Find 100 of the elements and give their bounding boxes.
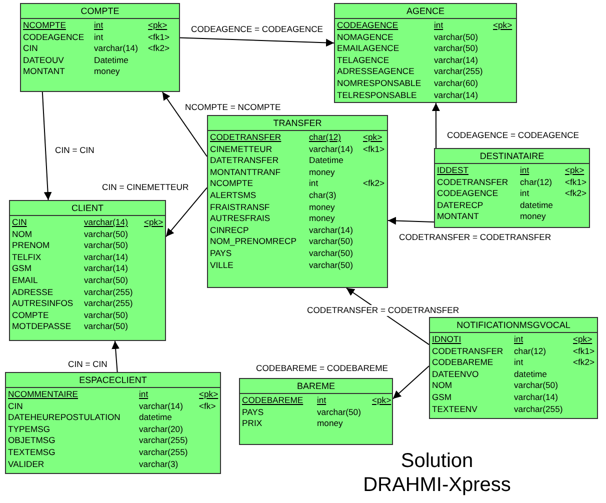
entity-table <box>207 115 388 288</box>
entity-table <box>5 372 221 474</box>
key-marker: <fk1> <box>565 176 587 188</box>
data-type: varchar(20) <box>139 424 183 436</box>
edge-label: CIN = CIN <box>67 359 108 370</box>
column-name: NOMRESPONSABLE <box>337 78 422 90</box>
column-name: NOM <box>12 228 32 240</box>
data-type: datetime <box>139 412 172 424</box>
edge-label: CODEBAREME = CODEBAREME <box>255 363 390 374</box>
data-type: varchar(50) <box>309 236 353 248</box>
arrow <box>392 365 430 400</box>
table-header: CLIENT <box>10 201 165 216</box>
column-name: GSM <box>432 392 452 404</box>
edge-label: CODETRANSFER = CODETRANSFER <box>306 305 460 316</box>
key-marker: <pk> <box>148 20 168 32</box>
entity-table <box>334 3 517 103</box>
column-name: AUTRESFRAIS <box>210 213 270 225</box>
data-type: varchar(14) <box>94 43 138 55</box>
key-marker: <pk> <box>573 334 592 346</box>
arrow <box>432 102 440 148</box>
column-name: PAYS <box>242 406 264 418</box>
data-type: varchar(50) <box>317 406 361 418</box>
key-marker: <fk2> <box>363 178 385 190</box>
entity-table <box>434 148 590 228</box>
column-name: NOM <box>432 380 452 392</box>
data-type: money <box>309 202 335 214</box>
data-type: money <box>520 211 546 223</box>
data-type: varchar(50) <box>434 43 478 55</box>
data-type: varchar(14) <box>309 224 353 236</box>
column-name: TYPEMSG <box>8 424 50 436</box>
column-name: CINEMETTEUR <box>210 144 272 156</box>
key-marker: <pk> <box>199 389 218 401</box>
edge-label: CODEAGENCE = CODEAGENCE <box>190 24 324 35</box>
table-header: TRANSFER <box>208 116 387 131</box>
data-type: varchar(50) <box>84 275 128 287</box>
column-name: IDNOTI <box>432 334 462 346</box>
edge-label: NCOMPTE = NCOMPTE <box>184 102 282 113</box>
column-name: CODEBAREME <box>432 357 494 369</box>
column-name: VALIDER <box>8 458 44 470</box>
data-type: varchar(50) <box>309 248 353 260</box>
column-name: MONTANT <box>23 66 65 78</box>
column-name: NCOMPTE <box>23 20 66 32</box>
data-type: int <box>94 20 104 32</box>
column-name: VILLE <box>210 260 234 272</box>
column-name: PRIX <box>242 418 262 430</box>
data-type: int <box>514 357 524 369</box>
column-name: CODETRANSFER <box>210 132 282 144</box>
data-type: varchar(50) <box>84 310 128 322</box>
column-name: OBJETMSG <box>8 435 56 447</box>
edge-label: CODETRANSFER = CODETRANSFER <box>398 232 552 243</box>
column-name: NOMAGENCE <box>337 32 394 44</box>
data-type: int <box>520 165 530 177</box>
data-type: money <box>309 166 335 178</box>
key-marker: <fk2> <box>573 357 595 369</box>
arrow <box>42 92 52 200</box>
data-type: varchar(50) <box>514 380 558 392</box>
data-type: varchar(255) <box>434 66 483 78</box>
key-marker: <fk2> <box>148 43 170 55</box>
data-type: money <box>317 418 343 430</box>
column-name: CODETRANSFER <box>437 176 508 188</box>
data-type: varchar(255) <box>139 435 188 447</box>
column-name: MONTANTTRANF <box>210 166 280 178</box>
table-header: NOTIFICATIONMSGVOCAL <box>430 318 597 333</box>
column-name: TELFIX <box>12 252 42 264</box>
data-type: varchar(255) <box>84 298 133 310</box>
column-name: PAYS <box>210 248 232 260</box>
column-name: CODEBAREME <box>242 395 304 407</box>
data-type: datetime <box>514 368 547 380</box>
column-name: DATERECP <box>437 200 484 212</box>
column-name: DATEENVO <box>432 368 479 380</box>
column-name: DATETRANSFER <box>210 155 279 167</box>
column-name: CIN <box>23 43 38 55</box>
data-type: varchar(14) <box>514 392 558 404</box>
data-type: varchar(14) <box>84 252 128 264</box>
data-type: varchar(50) <box>309 260 353 272</box>
data-type: int <box>139 389 148 401</box>
data-type: Datetime <box>309 155 344 167</box>
data-type: char(12) <box>514 346 546 358</box>
data-type: varchar(3) <box>139 458 178 470</box>
data-type: money <box>309 213 335 225</box>
column-name: CODEAGENCE <box>437 188 498 200</box>
table-header: DESTINATAIRE <box>435 149 589 164</box>
data-type: varchar(50) <box>84 228 128 240</box>
column-name: CINRECP <box>210 224 249 236</box>
data-type: varchar(14) <box>139 400 183 412</box>
column-name: DATEHEUREPOSTULATION <box>8 412 120 424</box>
arrow <box>162 92 208 158</box>
data-type: datetime <box>520 200 553 212</box>
data-type: Datetime <box>94 54 128 66</box>
data-type: varchar(14) <box>84 263 128 275</box>
data-type: varchar(14) <box>84 217 128 229</box>
edge-label: CIN = CINEMETTEUR <box>101 182 190 193</box>
data-type: int <box>514 334 524 346</box>
data-type: char(12) <box>309 132 341 144</box>
column-name: NCOMPTE <box>210 178 253 190</box>
key-marker: <fk1> <box>573 346 595 358</box>
column-name: TELRESPONSABLE <box>337 90 417 102</box>
data-type: varchar(50) <box>84 321 128 333</box>
edge-label: CIN = CIN <box>54 145 96 156</box>
column-name: TEXTEMSG <box>8 447 56 459</box>
